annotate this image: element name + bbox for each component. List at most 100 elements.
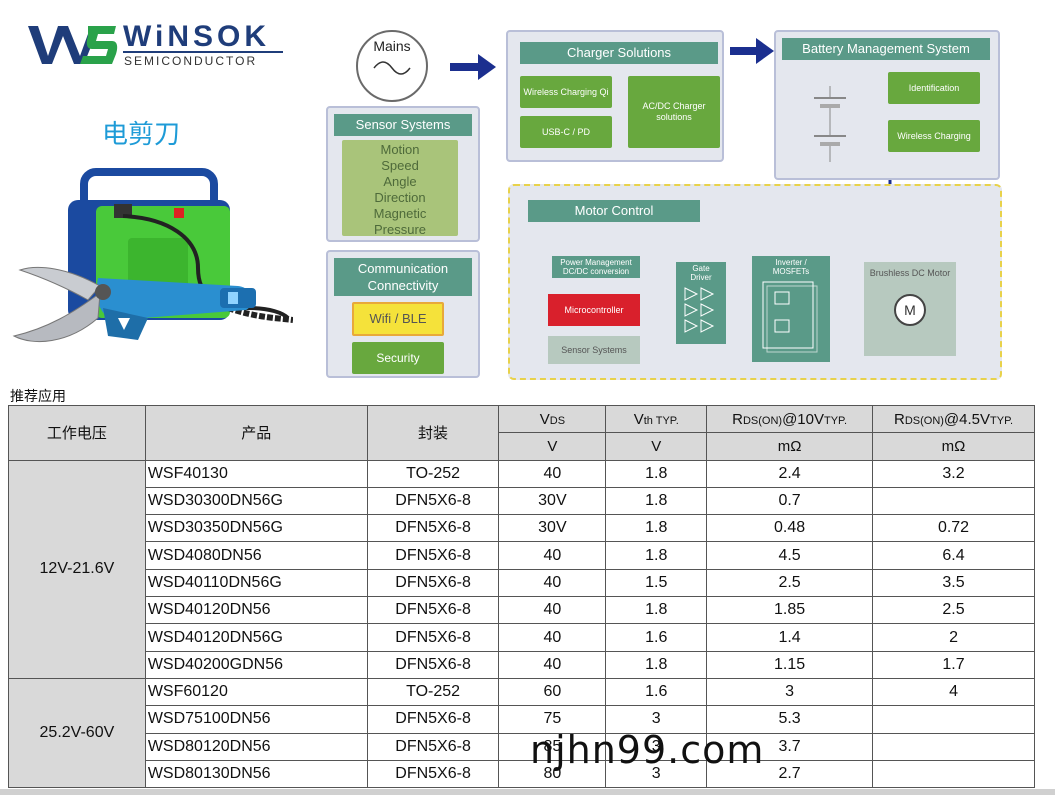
cell-package: DFN5X6-8 (366, 705, 500, 734)
cell-package: DFN5X6-8 (366, 486, 500, 516)
sensor-panel: Sensor Systems Motion Speed Angle Direct… (326, 106, 480, 242)
cell-vds: 40 (498, 650, 607, 679)
bms-title: Battery Management System (782, 38, 990, 60)
charger-panel: Charger Solutions Wireless Charging Qi U… (506, 30, 724, 162)
unit-rds-4-5v: mΩ (872, 432, 1035, 461)
cell-vth: 3 (605, 759, 708, 789)
mains-label: Mains (373, 38, 411, 54)
sensor-item-angle: Angle (383, 174, 417, 189)
cell-product: WSD40110DN56G (144, 568, 368, 598)
battery-cell-icon (814, 86, 846, 162)
unit-vds: V (498, 432, 607, 461)
security-box: Security (352, 342, 444, 374)
electric-pruner-illustration (12, 168, 293, 342)
bms-wireless-charging-box: Wireless Charging (888, 120, 980, 152)
cell-package: DFN5X6-8 (366, 732, 500, 761)
cell-rds-4-5v: 2.5 (872, 596, 1035, 625)
cell-product: WSD75100DN56 (144, 705, 368, 734)
wifi-ble-box: Wifi / BLE (352, 302, 444, 336)
cell-rds-10v: 5.3 (706, 705, 874, 734)
cell-rds-4-5v: 2 (872, 623, 1035, 652)
mosfet-spec-table: 工作电压 产品 封装 VDS Vth TYP. RDS(ON)@10VTYP. … (8, 404, 1035, 789)
power-management-box: Power Management DC/DC conversion (552, 256, 640, 278)
cell-product: WSD40120DN56 (144, 596, 368, 625)
inverter-mosfets-box: Inverter / MOSFETs (752, 256, 830, 362)
cell-rds-4-5v: 4 (872, 677, 1035, 707)
cell-product: WSF40130 (144, 459, 368, 488)
block-diagram: Mains Charger Solutions Wireless Chargin… (322, 20, 1004, 382)
cell-vth: 1.8 (605, 514, 708, 543)
logo-rule (123, 51, 283, 53)
mosfet-array-icon (762, 281, 818, 353)
cell-vth: 1.8 (605, 459, 708, 488)
cell-rds-4-5v (872, 759, 1035, 789)
cell-package: TO-252 (366, 459, 500, 488)
header-vds: VDS (498, 404, 607, 434)
cell-package: DFN5X6-8 (366, 650, 500, 679)
cell-rds-4-5v: 3.5 (872, 568, 1035, 598)
cell-rds-4-5v (872, 486, 1035, 516)
cell-rds-4-5v: 6.4 (872, 541, 1035, 570)
communication-panel: Communication Connectivity Wifi / BLE Se… (326, 250, 480, 378)
cell-package: DFN5X6-8 (366, 541, 500, 570)
acdc-charger-box: AC/DC Charger solutions (628, 76, 720, 148)
gate-driver-buffer-icon (684, 287, 715, 333)
sensor-item-direction: Direction (374, 190, 426, 205)
cell-package: DFN5X6-8 (366, 759, 500, 789)
voltage-group-cell: 12V-21.6V (8, 459, 146, 679)
motor-control-title: Motor Control (528, 200, 700, 222)
inverter-label: Inverter / MOSFETs (772, 258, 810, 276)
cell-package: DFN5X6-8 (366, 596, 500, 625)
cell-vth: 1.8 (605, 650, 708, 679)
sensor-item-magnetic: Magnetic (373, 206, 427, 221)
cell-vds: 40 (498, 459, 607, 488)
cell-vth: 1.5 (605, 568, 708, 598)
cell-rds-4-5v: 3.2 (872, 459, 1035, 488)
sensor-item-pressure: Pressure (373, 222, 427, 237)
header-product: 产品 (144, 405, 368, 461)
charger-title: Charger Solutions (520, 42, 718, 64)
cell-rds-4-5v (872, 732, 1035, 761)
motor-sensor-systems-box: Sensor Systems (548, 336, 640, 364)
gate-driver-label: Gate Driver (690, 264, 712, 282)
unit-rds-10v: mΩ (706, 432, 874, 461)
cell-vth: 1.8 (605, 541, 708, 570)
cell-product: WSF60120 (144, 677, 368, 707)
ac-wave-icon (373, 61, 411, 75)
winsok-logo-mark-icon (28, 26, 118, 64)
arrow-mains-to-charger-icon (450, 54, 496, 80)
cell-vds: 40 (498, 623, 607, 652)
sensor-title: Sensor Systems (334, 114, 472, 136)
usb-c-pd-box: USB-C / PD (520, 116, 612, 148)
table-unit-row: V V mΩ mΩ (9, 432, 1035, 461)
cell-product: WSD30350DN56G (144, 514, 368, 543)
cell-package: DFN5X6-8 (366, 514, 500, 543)
cell-vds: 75 (498, 705, 607, 734)
sensor-list: Motion Speed Angle Direction Magnetic Pr… (342, 140, 458, 237)
cell-rds-4-5v: 0.72 (872, 514, 1035, 543)
cell-vth: 3 (605, 732, 708, 761)
identification-box: Identification (888, 72, 980, 104)
cell-vth: 1.6 (605, 623, 708, 652)
arrow-charger-to-bms-icon (730, 38, 774, 64)
cell-product: WSD4080DN56 (144, 541, 368, 570)
cell-rds-10v: 2.5 (706, 568, 874, 598)
header-rds-4-5v: RDS(ON)@4.5VTYP. (872, 404, 1035, 434)
cell-product: WSD80130DN56 (144, 759, 368, 789)
microcontroller-box: Microcontroller (548, 294, 640, 326)
cell-rds-10v: 3 (706, 677, 874, 707)
header-voltage: 工作电压 (8, 405, 146, 461)
bldc-label: Brushless DC Motor (869, 268, 951, 278)
communication-title: Communication Connectivity (334, 258, 472, 296)
cell-product: WSD80120DN56 (144, 732, 368, 761)
cell-vth: 1.8 (605, 486, 708, 516)
